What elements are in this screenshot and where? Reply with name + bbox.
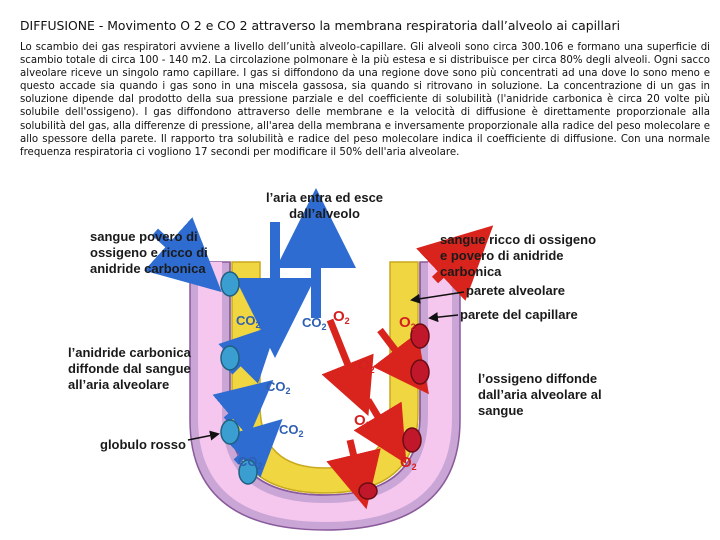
co2-label: CO2 xyxy=(236,313,261,330)
blue-blood-cell xyxy=(220,345,240,371)
label-alveolar-wall: parete alveolare xyxy=(466,283,566,298)
co2-arrow xyxy=(212,379,274,438)
o2-label: O2 xyxy=(358,357,375,375)
o2-arrow xyxy=(353,398,407,465)
co2-label: CO2 xyxy=(302,315,327,332)
red-blood-cell xyxy=(358,482,378,500)
o2-arrow xyxy=(372,327,429,395)
red-blood-cell xyxy=(402,427,422,453)
leader-red-cell xyxy=(187,430,220,441)
o2-arrow xyxy=(321,318,374,416)
leader-capillary-wall xyxy=(428,312,459,323)
red-blood-cell xyxy=(410,323,430,349)
blue-blood-cell xyxy=(220,271,240,297)
o2-label: O2 xyxy=(400,454,417,472)
o2-label: O2 xyxy=(333,308,350,326)
blood-out-arrow xyxy=(416,225,494,301)
red-blood-cell xyxy=(410,359,430,385)
co2-label: CO2 xyxy=(279,422,304,439)
label-capillary-wall: parete del capillare xyxy=(460,307,578,322)
blue-blood-cell xyxy=(220,419,240,445)
co2-arrow xyxy=(222,419,283,478)
blue-blood-cell xyxy=(238,459,258,485)
label-o2-diffuses: l’ossigeno diffonde dall’aria alveolare … xyxy=(478,371,602,418)
page-title: DIFFUSIONE - Movimento O 2 e CO 2 attrav… xyxy=(20,18,621,33)
label-co2-diffuses: l’anidride carbonica diffonde dal sangue… xyxy=(68,345,191,392)
o2-arrow xyxy=(326,439,381,510)
intro-paragraph: Lo scambio dei gas respiratori avviene a… xyxy=(20,42,710,158)
o2-label: O2 xyxy=(354,412,371,430)
label-poor-blood: sangue povero di ossigeno e ricco di ani… xyxy=(90,229,208,276)
blood-in-arrow xyxy=(144,217,222,293)
label-air-flow: l’aria entra ed esce dall’alveolo xyxy=(265,190,384,221)
co2-label: CO2 xyxy=(238,454,263,471)
label-rich-blood: sangue ricco di ossigeno e povero di ani… xyxy=(440,232,597,279)
leader-alveolar-wall xyxy=(410,291,465,304)
co2-label: CO2 xyxy=(266,379,291,396)
o2-label: O2 xyxy=(399,314,416,332)
label-red-cell: globulo rosso xyxy=(100,437,186,452)
